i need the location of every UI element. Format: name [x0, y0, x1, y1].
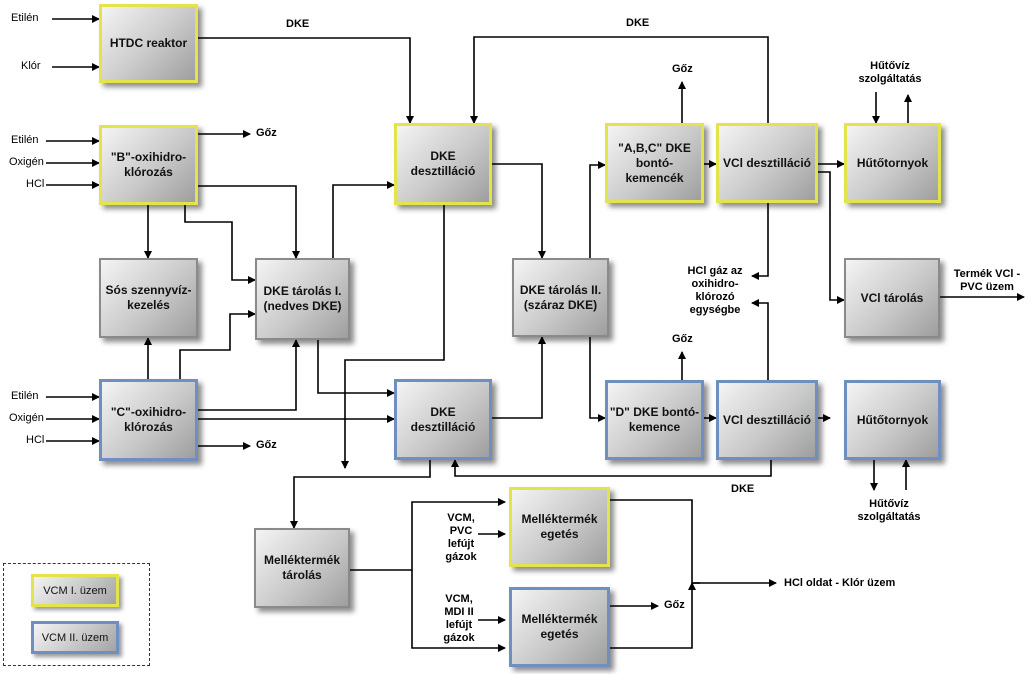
- box-mellektermek-egetes-1[interactable]: Melléktermék egetés: [509, 487, 610, 567]
- label-etilen-1: Etilén: [11, 12, 39, 24]
- label-etilen-3: Etilén: [11, 390, 39, 402]
- arrow-mell1-out: [610, 499, 777, 587]
- arrow-des2-melltar: [290, 460, 431, 529]
- box-dke-tarolas-1[interactable]: DKE tárolás I. (nedves DKE): [255, 258, 350, 340]
- box-abc-bonto-kemencek[interactable]: "A,B,C" DKE bontó- kemencék: [605, 123, 704, 203]
- arrow-melltar-mell2: [411, 570, 506, 652]
- label-hutoviz-2: Hűtővíz szolgáltatás: [857, 498, 921, 523]
- label-goz-mell2: Gőz: [664, 599, 685, 611]
- box-c-oxihidroklorozas[interactable]: "C"-oxihidro- klórozás: [99, 379, 198, 461]
- arrow-tar1-des2: [317, 340, 395, 397]
- label-oxigen-2: Oxigén: [9, 412, 44, 424]
- box-hutotornyok-2[interactable]: Hűtőtornyok: [844, 380, 941, 460]
- label-hutoviz-1: Hűtővíz szolgáltatás: [858, 60, 922, 85]
- box-dke-desztillacio-1[interactable]: DKE desztilláció: [394, 123, 492, 205]
- label-etilen-2: Etilén: [11, 134, 39, 146]
- box-mellektermek-tarolas[interactable]: Melléktermék tárolás: [254, 528, 350, 608]
- box-vcl-desztillacio-1[interactable]: VCl desztilláció: [716, 123, 818, 203]
- arrow-des1-tar2: [492, 163, 546, 259]
- label-goz-b: Gőz: [256, 127, 277, 139]
- arrow-vcl1-vcltar: [818, 171, 845, 304]
- box-dke-tarolas-2[interactable]: DKE tárolás II. (száraz DKE): [512, 258, 609, 337]
- label-hcl-2: HCl: [26, 434, 45, 446]
- arrow-vcl1-des1: [470, 36, 769, 124]
- box-sos-szennyviz[interactable]: Sós szennyvíz- kezelés: [99, 258, 198, 338]
- label-dke-1: DKE: [286, 18, 310, 30]
- label-termek: Termék VCl - PVC üzem: [953, 268, 1021, 293]
- box-d-dke-bonto-kemence[interactable]: "D" DKE bontó- kemence: [605, 380, 704, 460]
- legend-vcm2: VCM II. üzem: [31, 621, 119, 654]
- arrow-tar2-abc: [589, 161, 606, 258]
- label-goz-c: Gőz: [256, 439, 277, 451]
- label-dke-2: DKE: [626, 17, 650, 29]
- arrow-tar2-d: [589, 337, 606, 422]
- arrow-des1-down: [341, 205, 445, 469]
- box-htdc-reaktor[interactable]: HTDC reaktor: [99, 4, 198, 83]
- note-vcm-mdi: VCM, MDI II lefújt gázok: [443, 593, 475, 644]
- box-vcl-desztillacio-2[interactable]: VCl desztilláció: [716, 380, 818, 460]
- label-goz-abc: Gőz: [672, 63, 693, 75]
- label-goz-d: Gőz: [672, 333, 693, 345]
- arrow-vcl2-des2: [451, 459, 772, 477]
- box-dke-desztillacio-2[interactable]: DKE desztilláció: [394, 379, 492, 460]
- arrow-b-tar1a: [198, 185, 300, 259]
- box-mellektermek-egetes-2[interactable]: Melléktermék egetés: [509, 587, 610, 667]
- box-hutotornyok-1[interactable]: Hűtőtornyok: [844, 123, 941, 203]
- label-hcl-oldat: HCl oldat - Klór üzem: [784, 577, 896, 589]
- label-hcl-1: HCl: [26, 178, 45, 190]
- label-klor: Klór: [21, 60, 41, 72]
- note-vcm-pvc: VCM, PVC lefújt gázok: [445, 512, 477, 563]
- box-vcl-tarolas[interactable]: VCl tárolás: [844, 258, 940, 338]
- arrow-vcl1-hclgas: [751, 203, 769, 280]
- arrow-htdc-des1: [198, 37, 414, 124]
- label-dke-3: DKE: [731, 483, 755, 495]
- legend: VCM I. üzem VCM II. üzem: [3, 563, 150, 666]
- label-hcl-gas: HCl gáz az oxihidro- klórozó egységbe: [687, 265, 743, 316]
- arrow-tar1-des1: [332, 181, 395, 258]
- arrow-mell2-out: [610, 582, 696, 649]
- arrow-melltar-mell1: [350, 498, 506, 571]
- arrow-b-tar1b: [184, 205, 256, 284]
- box-b-oxihidroklorozas[interactable]: "B"-oxihidro- klórozás: [99, 125, 198, 205]
- arrow-vcl2-hclgas: [751, 299, 769, 380]
- arrow-c-tar1a: [179, 310, 256, 379]
- legend-vcm1: VCM I. üzem: [31, 574, 119, 607]
- label-oxigen-1: Oxigén: [9, 156, 44, 168]
- arrow-c-tar1b: [198, 339, 300, 411]
- arrow-des2-tar2: [492, 336, 546, 419]
